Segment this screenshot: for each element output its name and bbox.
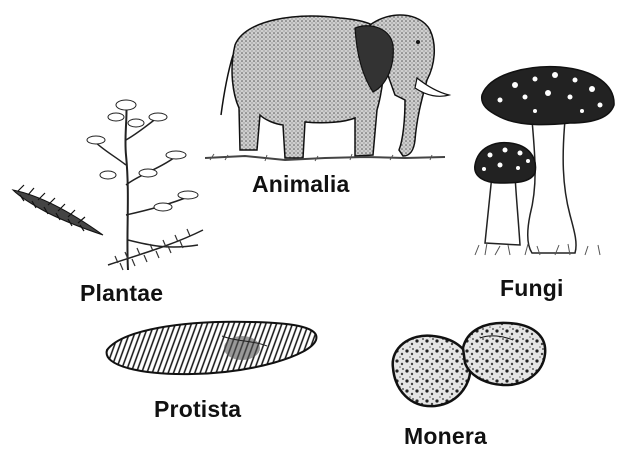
kingdom-label-animalia: Animalia	[252, 171, 349, 198]
kingdom-label-protista: Protista	[154, 396, 241, 423]
elephant-icon	[205, 0, 455, 168]
kingdom-label-plantae: Plantae	[80, 280, 163, 307]
kingdom-label-fungi: Fungi	[500, 275, 564, 302]
mushroom-icon	[470, 65, 620, 260]
protist-cell-icon	[102, 318, 322, 378]
kingdom-label-monera: Monera	[404, 423, 487, 450]
bacteria-icon	[385, 318, 555, 413]
plant-branch-icon	[8, 95, 208, 280]
